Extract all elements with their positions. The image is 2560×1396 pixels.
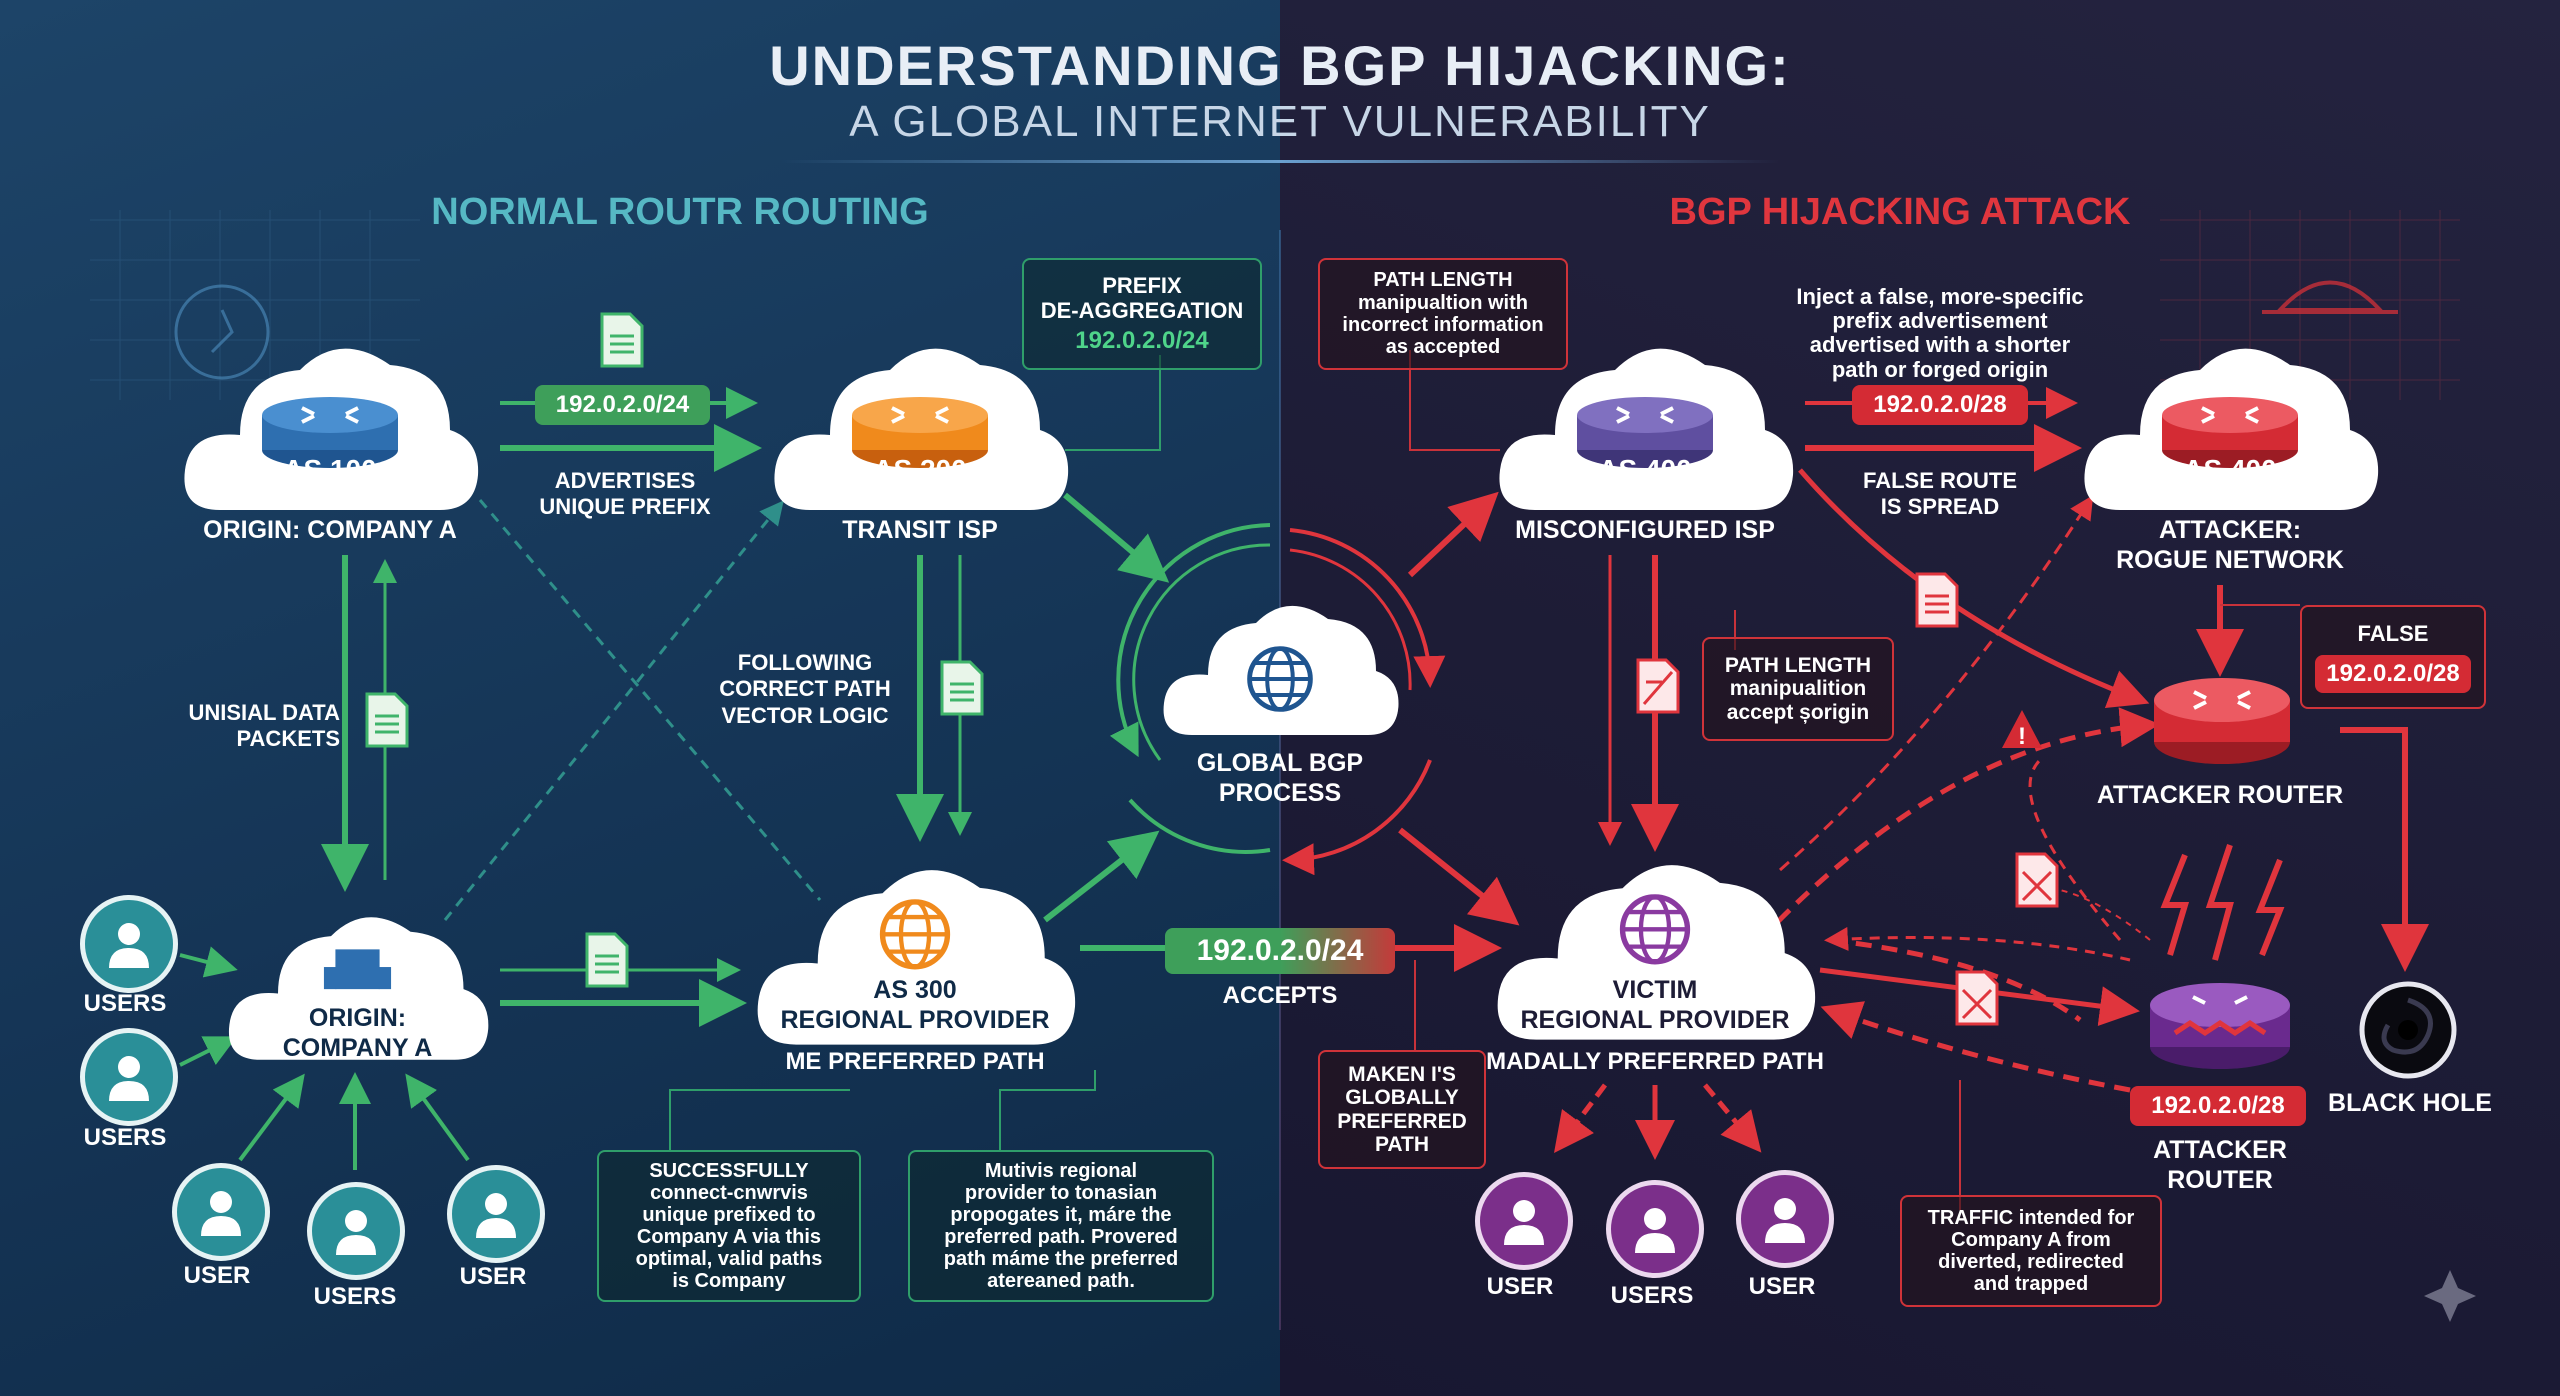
user-label: USER bbox=[459, 1263, 527, 1290]
path-length-box-mid: PATH LENGTH manipualition accept șorigin bbox=[1702, 637, 1894, 741]
as200-label: TRANSIT ISP bbox=[842, 516, 998, 544]
title-underline bbox=[780, 160, 1780, 163]
origin-label: ORIGIN: COMPANY A bbox=[282, 1004, 433, 1062]
user-avatar bbox=[447, 1165, 545, 1263]
false-route-label: FALSE ROUTE IS SPREAD bbox=[1862, 468, 2017, 520]
user-avatar bbox=[80, 895, 178, 993]
as300-sublabel: ME PREFERRED PATH bbox=[785, 1048, 1045, 1075]
attacker-network-badge: AS 400 bbox=[2183, 454, 2277, 485]
corrupted-document-icon bbox=[1636, 658, 1680, 714]
as200-cloud bbox=[774, 348, 1069, 510]
false-route-box: FALSE 192.0.2.0/28 bbox=[2300, 605, 2486, 709]
accepted-prefix-pill: 192.0.2.0/24 bbox=[1165, 928, 1395, 974]
global-bgp-cloud bbox=[1163, 605, 1399, 735]
attacker-router-2-label: ATTACKER ROUTER bbox=[2153, 1136, 2287, 1194]
advertised-prefix-pill: 192.0.2.0/24 bbox=[535, 385, 710, 425]
deaggregation-ip: 192.0.2.0/24 bbox=[1075, 327, 1209, 355]
as100-cloud bbox=[184, 348, 479, 510]
black-hole-label: BLACK HOLE bbox=[2328, 1089, 2492, 1117]
victim-user-label: USER bbox=[1748, 1273, 1816, 1300]
as200-badge: AS 200 bbox=[873, 454, 967, 485]
global-bgp-label: GLOBAL BGP PROCESS bbox=[1196, 749, 1364, 807]
misconfigured-badge: AS 400 bbox=[1598, 454, 1692, 485]
data-packets-label: UNISIAL DATA PACKETS bbox=[188, 700, 340, 752]
misconfigured-isp-cloud bbox=[1499, 348, 1794, 510]
victim-users-label: USERS bbox=[1610, 1282, 1694, 1309]
false-box-label: FALSE bbox=[2357, 621, 2429, 646]
victim-user-avatar bbox=[1606, 1180, 1704, 1278]
false-box-prefix: 192.0.2.0/28 bbox=[2315, 655, 2471, 693]
users-label: USERS bbox=[313, 1283, 397, 1310]
svg-text:!: ! bbox=[2018, 723, 2026, 750]
blocked-document-icon bbox=[2015, 852, 2059, 908]
deaggregation-title: PREFIX DE-AGGREGATION bbox=[1040, 272, 1244, 323]
origin-cloud bbox=[228, 917, 489, 1060]
clock-icon bbox=[174, 284, 270, 380]
victim-provider-sublabel: MADALLY PREFERRED PATH bbox=[1486, 1048, 1824, 1075]
victim-user-avatar bbox=[1475, 1172, 1573, 1270]
attacker-router-2-icon bbox=[2150, 983, 2290, 1069]
misconfigured-label: MISCONFIGURED ISP bbox=[1515, 516, 1775, 544]
false-prefix-pill: 192.0.2.0/28 bbox=[1852, 385, 2028, 425]
sparkle-icon bbox=[2424, 1270, 2476, 1322]
as300-cloud bbox=[757, 870, 1076, 1045]
user-avatar bbox=[172, 1163, 270, 1261]
normal-routing-heading: NORMAL ROUTR ROUTING bbox=[431, 191, 929, 233]
inject-description: Inject a false, more-specific prefix adv… bbox=[1796, 284, 2084, 382]
warning-icon bbox=[2002, 710, 2042, 748]
main-title: UNDERSTANDING BGP HIJACKING: bbox=[769, 34, 1791, 97]
ufo-icon bbox=[2262, 280, 2398, 314]
blocked-document-icon bbox=[1955, 970, 1999, 1026]
advertises-label: ADVERTISES UNIQUE PREFIX bbox=[539, 468, 711, 520]
as300-label: AS 300 REGIONAL PROVIDER bbox=[780, 976, 1050, 1034]
black-hole-icon bbox=[2359, 981, 2457, 1079]
user-avatar bbox=[307, 1182, 405, 1280]
victim-provider-label: VICTIM REGIONAL PROVIDER bbox=[1520, 976, 1790, 1034]
following-path-label: FOLLOWING CORRECT PATH VECTOR LOGIC bbox=[719, 650, 891, 728]
prefix-deaggregation-box: PREFIX DE-AGGREGATION 192.0.2.0/24 bbox=[1022, 258, 1262, 370]
document-icon bbox=[365, 692, 409, 748]
attacker-router-icon bbox=[2154, 678, 2290, 764]
lightning-icon bbox=[2160, 853, 2190, 956]
main-subtitle: A GLOBAL INTERNET VULNERABILITY bbox=[849, 97, 1711, 146]
attacker-router-label: ATTACKER ROUTER bbox=[2096, 781, 2344, 809]
traffic-trapped-box: TRAFFIC intended for Company A from dive… bbox=[1900, 1195, 2162, 1307]
path-length-box-top: PATH LENGTH manipualtion with incorrect … bbox=[1318, 258, 1568, 370]
as100-label: ORIGIN: COMPANY A bbox=[203, 516, 457, 544]
document-icon bbox=[1915, 572, 1959, 628]
user-avatar bbox=[80, 1028, 178, 1126]
document-icon bbox=[585, 932, 629, 988]
attacker-network-label: ATTACKER: ROGUE NETWORK bbox=[2116, 516, 2344, 574]
victim-user-label: USER bbox=[1486, 1273, 1554, 1300]
document-icon bbox=[940, 660, 984, 716]
panel-divider bbox=[1279, 230, 1281, 1330]
as100-badge: AS 100 bbox=[283, 454, 377, 485]
success-description-box: SUCCESSFULLY connect-сnwrvis unique pref… bbox=[597, 1150, 861, 1302]
victim-user-avatar bbox=[1736, 1170, 1834, 1268]
accepts-label: ACCEPTS bbox=[1222, 982, 1338, 1009]
user-label: USER bbox=[183, 1262, 251, 1289]
victim-provider-cloud bbox=[1497, 865, 1816, 1040]
globally-preferred-box: MAKEN I'S GLOBALLY PREFERRED PATH bbox=[1318, 1050, 1486, 1169]
users-label: USERS bbox=[83, 990, 167, 1017]
hijacking-heading: BGP HIJACKING ATTACK bbox=[1669, 191, 2131, 233]
attacker-router-2-prefix: 192.0.2.0/28 bbox=[2130, 1086, 2306, 1126]
users-label: USERS bbox=[83, 1124, 167, 1151]
mutivis-description-box: Mutivis regional provider to tonasian pr… bbox=[908, 1150, 1214, 1302]
attacker-network-cloud bbox=[2084, 348, 2379, 510]
document-icon bbox=[600, 312, 644, 368]
